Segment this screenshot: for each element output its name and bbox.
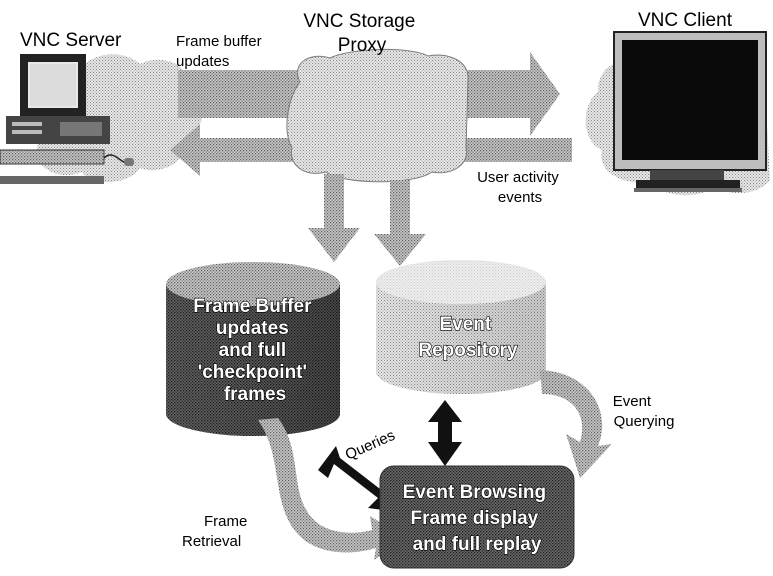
frame-retrieval-line-1: Frame [204,513,247,530]
vnc-server-label: VNC Server [20,30,122,51]
user-activity-events-line-2: events [498,189,542,206]
event-repository-label: Event Repository [418,314,518,361]
queries-label: Queries [343,427,398,464]
frame-buffer-updates-line-1: Frame buffer [176,33,262,50]
event-repository-browsing-double-arrow [428,400,462,466]
event-querying-curved-arrow [540,370,612,478]
frame-retrieval-label: Frame Retrieval [182,513,252,550]
user-activity-events-line-1: User activity [477,169,559,186]
event-querying-line-2: Querying [614,413,675,430]
event-querying-label: Event Querying [613,393,675,430]
event-repository-line-2: Repository [418,340,518,361]
event-browsing-box [379,465,575,569]
frame-buffer-store-label: Frame Buffer updates and full 'checkpoin… [193,296,317,405]
storage-proxy-line-1: VNC Storage [303,11,415,32]
frame-buffer-store [166,262,340,436]
queries-double-arrow [318,446,398,512]
frame-buffer-store-line-4: 'checkpoint' [198,362,307,383]
event-browsing-line-1: Event Browsing [403,482,547,503]
event-repository-line-1: Event [439,314,491,335]
down-arrow-to-frame-buffer [308,174,360,262]
frame-buffer-store-line-2: updates [216,318,289,339]
frame-buffer-store-line-1: Frame Buffer [193,296,312,317]
storage-proxy-blob [286,48,469,183]
frame-retrieval-curved-arrow [258,418,406,560]
event-querying-line-1: Event [613,393,652,410]
event-browsing-line-3: and full replay [413,534,542,555]
vnc-client-label: VNC Client [638,10,733,31]
frame-buffer-store-line-3: and full [219,340,287,361]
frame-retrieval-line-2: Retrieval [182,533,241,550]
user-activity-events-label: User activity events [477,169,563,206]
frame-buffer-store-line-5: frames [224,384,286,405]
event-browsing-line-2: Frame display [410,508,538,529]
storage-proxy-line-2: Proxy [338,35,387,56]
frame-buffer-updates-label: Frame buffer updates [176,33,266,70]
storage-proxy-label: VNC Storage Proxy [303,11,420,56]
frame-buffer-updates-line-2: updates [176,53,229,70]
down-arrow-to-event-repository [374,180,426,266]
event-browsing-label: Event Browsing Frame display and full re… [403,482,552,555]
event-repository-store [376,260,546,394]
vnc-client-monitor-icon [613,31,767,192]
vnc-server-computer-icon [0,54,134,184]
